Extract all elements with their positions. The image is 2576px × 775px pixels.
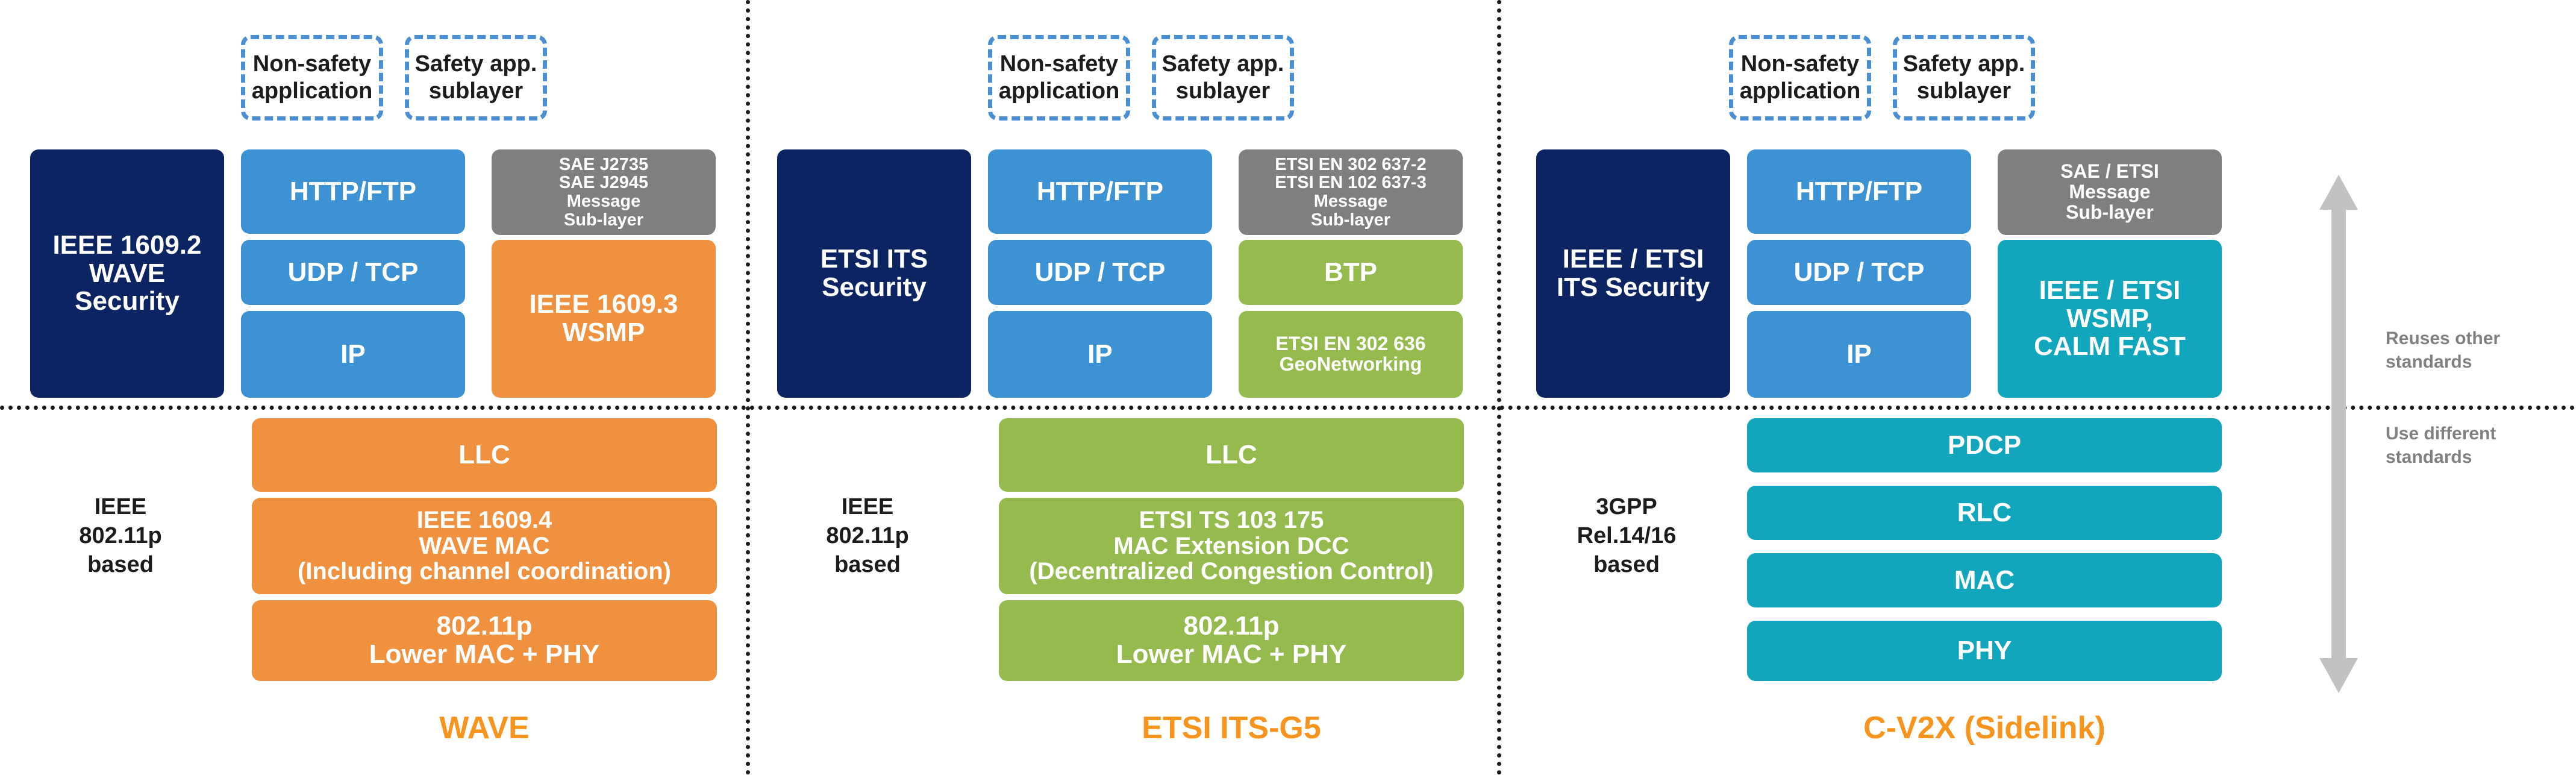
stack-box-message-sublayer-col3: SAE / ETSI Message Sub-layer xyxy=(1998,149,2222,235)
stack-box-btp-col2: BTP xyxy=(1239,240,1463,305)
column-divider-1 xyxy=(746,0,750,775)
stack-box-ip-col1: IP xyxy=(241,311,465,398)
column-divider-2 xyxy=(1497,0,1501,775)
stack-box-udp-tcp-col3: UDP / TCP xyxy=(1747,240,1971,305)
security-line1: IEEE 1609.2 xyxy=(52,230,202,260)
stack-box-http-col2: HTTP/FTP xyxy=(988,149,1212,234)
app-label-line1: Non-safety xyxy=(252,51,372,77)
access-box-llc-col1: LLC xyxy=(252,418,717,492)
stack-box-http-col1: HTTP/FTP xyxy=(241,149,465,234)
security-box-col1: IEEE 1609.2 WAVE Security xyxy=(30,149,224,398)
access-label-col3: 3GPP Rel.14/16 based xyxy=(1577,494,1677,577)
app-box-non-safety-col3: Non-safety application xyxy=(1729,35,1871,121)
stack-box-ip-col3: IP xyxy=(1747,311,1971,398)
stack-box-udp-tcp-col1: UDP / TCP xyxy=(241,240,465,305)
access-box-mac-col3: MAC xyxy=(1747,553,2222,607)
column-title-wave: WAVE xyxy=(439,711,530,745)
stack-box-geonetworking-col2: ETSI EN 302 636 GeoNetworking xyxy=(1239,311,1463,398)
app-label-line1: Safety app. xyxy=(414,51,537,77)
app-box-safety-col3: Safety app. sublayer xyxy=(1893,35,2035,121)
access-box-wave-mac-col1: IEEE 1609.4 WAVE MAC (Including channel … xyxy=(252,498,717,594)
security-line2: WAVE xyxy=(89,258,166,288)
app-label-line2: sublayer xyxy=(428,78,524,104)
double-arrow-vertical xyxy=(2313,175,2386,693)
security-box-col2: ETSI ITS Security xyxy=(777,149,971,398)
stack-box-wsmp-calm-fast-col3: IEEE / ETSI WSMP, CALM FAST xyxy=(1998,240,2222,398)
side-note-use-different-standards: Use different standards xyxy=(2386,424,2496,467)
access-box-phy-col3: PHY xyxy=(1747,621,2222,681)
access-box-phy-col2: 802.11p Lower MAC + PHY xyxy=(999,600,1464,681)
security-line3: Security xyxy=(75,286,180,316)
stack-box-ip-col2: IP xyxy=(988,311,1212,398)
app-label-line2: application xyxy=(251,78,373,104)
stack-box-http-col3: HTTP/FTP xyxy=(1747,149,1971,234)
side-note-reuses-other-standards: Reuses other standards xyxy=(2386,328,2501,372)
column-title-c-v2x: C-V2X (Sidelink) xyxy=(1863,711,2106,745)
layer-divider-horizontal xyxy=(0,406,2576,410)
access-box-rlc-col3: RLC xyxy=(1747,486,2222,540)
access-box-phy-col1: 802.11p Lower MAC + PHY xyxy=(252,600,717,681)
access-box-dcc-col2: ETSI TS 103 175 MAC Extension DCC (Decen… xyxy=(999,498,1464,594)
access-label-col1: IEEE 802.11p based xyxy=(79,494,162,577)
app-box-non-safety-col2: Non-safety application xyxy=(988,35,1130,121)
stack-box-udp-tcp-col2: UDP / TCP xyxy=(988,240,1212,305)
stack-box-message-sublayer-col1: SAE J2735 SAE J2945 Message Sub-layer xyxy=(492,149,716,235)
access-box-pdcp-col3: PDCP xyxy=(1747,418,2222,472)
double-headed-arrow-icon xyxy=(2319,175,2358,693)
app-box-non-safety-col1: Non-safety application xyxy=(241,35,383,121)
security-box-col3: IEEE / ETSI ITS Security xyxy=(1536,149,1730,398)
app-box-safety-col1: Safety app. sublayer xyxy=(405,35,547,121)
column-title-etsi-its-g5: ETSI ITS-G5 xyxy=(1142,711,1321,745)
stack-box-message-sublayer-col2: ETSI EN 302 637-2 ETSI EN 102 637-3 Mess… xyxy=(1239,149,1463,235)
stack-box-wsmp-col1: IEEE 1609.3 WSMP xyxy=(492,240,716,398)
access-box-llc-col2: LLC xyxy=(999,418,1464,492)
access-label-col2: IEEE 802.11p based xyxy=(826,494,909,577)
app-box-safety-col2: Safety app. sublayer xyxy=(1152,35,1294,121)
